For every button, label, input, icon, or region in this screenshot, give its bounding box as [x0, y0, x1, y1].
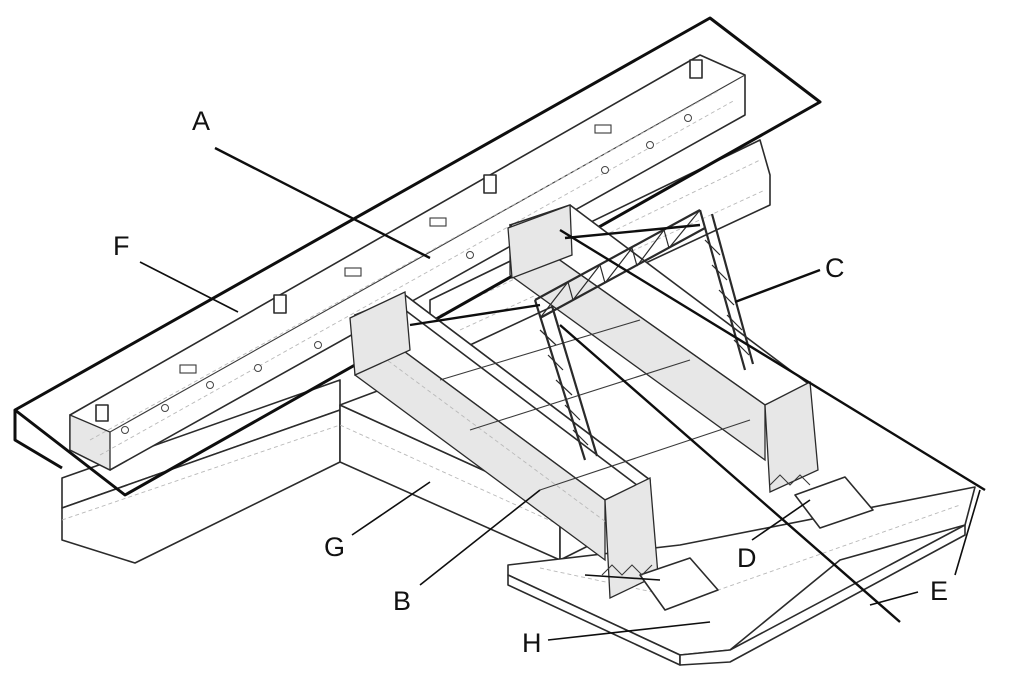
tie-rods — [439, 319, 751, 491]
label-h: H — [522, 628, 542, 658]
upper-girder — [507, 204, 819, 493]
label-e: E — [930, 576, 948, 606]
bracket-outline-frame — [13, 16, 822, 497]
label-a: A — [192, 106, 210, 136]
reference-lines — [409, 223, 986, 623]
lower-girder — [349, 291, 659, 600]
label-c: C — [825, 253, 845, 283]
label-d: D — [737, 543, 757, 573]
label-f: F — [113, 231, 130, 261]
base-plate — [507, 486, 976, 666]
label-b: B — [393, 586, 411, 616]
label-leaders — [139, 146, 981, 641]
long-bracket-beam — [69, 54, 746, 472]
bearing-pad-rear — [769, 474, 874, 529]
truss-frame — [533, 209, 755, 461]
label-g: G — [324, 532, 345, 562]
bearing-pad-front — [601, 557, 719, 611]
